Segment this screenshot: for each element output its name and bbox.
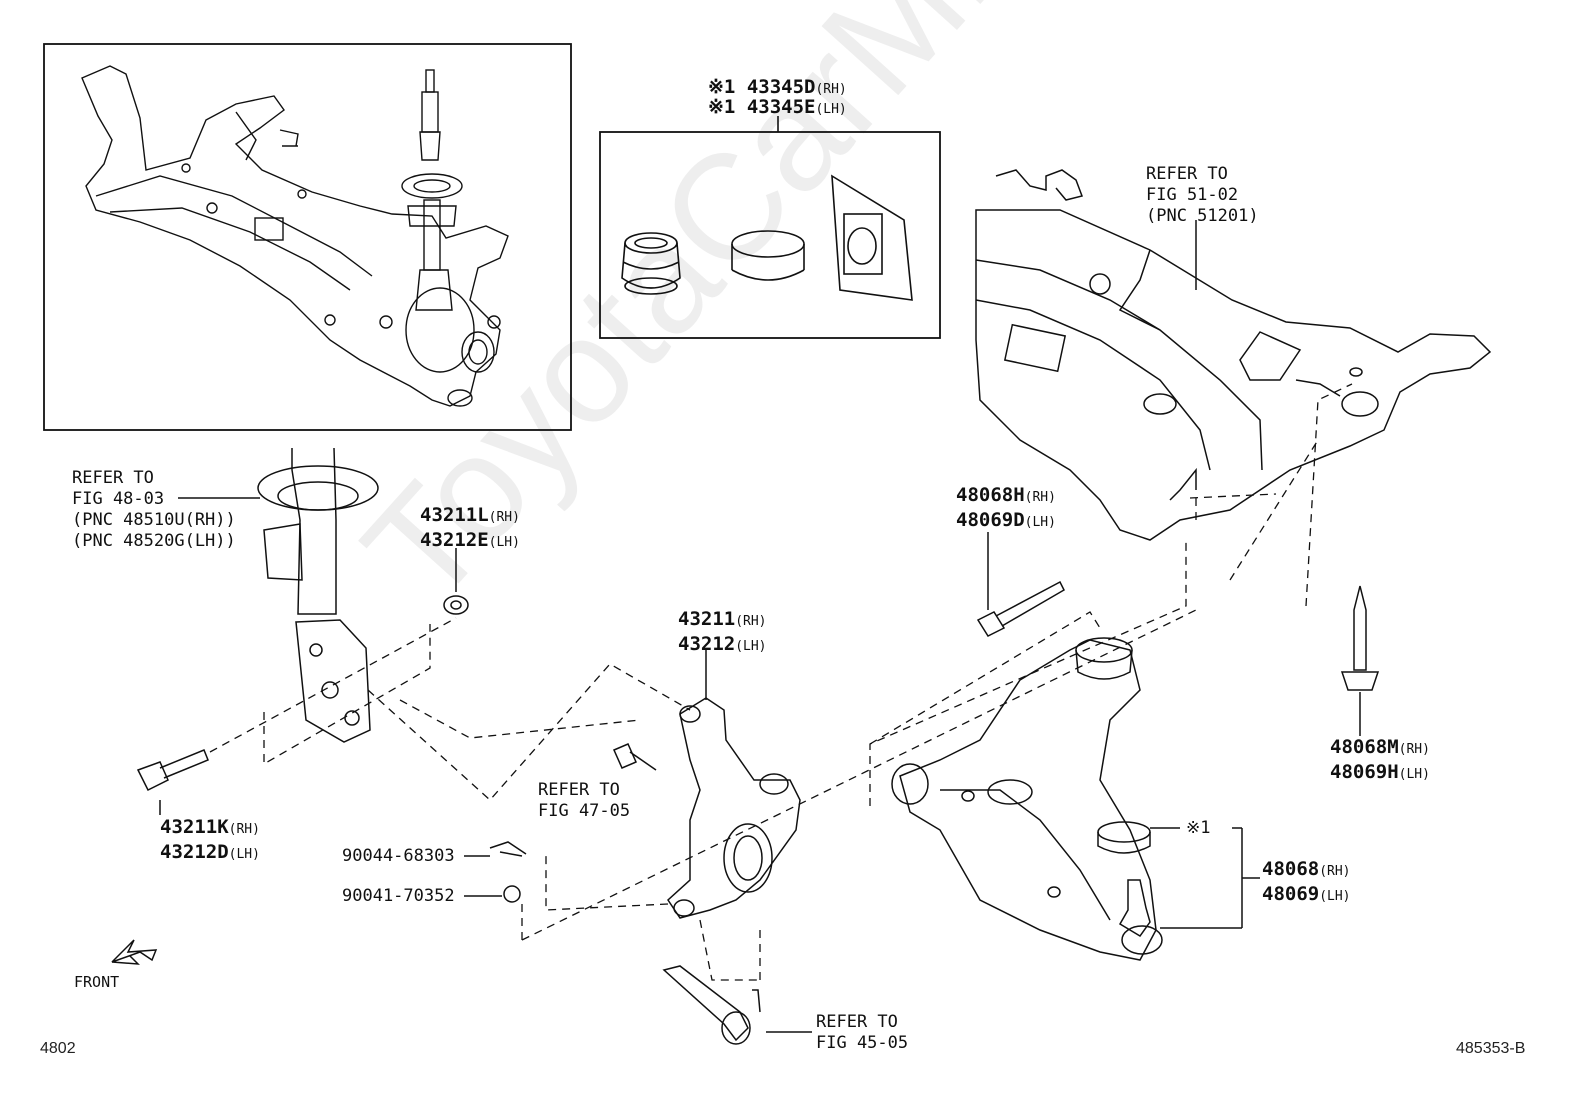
part-number: 48068M [1330,736,1399,758]
inset-assembly [81,65,509,407]
refer-line: FIG 45-05 [816,1033,909,1053]
kit-frame [599,131,941,339]
refer-line: FIG 47-05 [538,801,631,821]
kit-side-rh: (RH) [815,82,847,97]
side: (LH) [488,535,520,550]
inset-frame [43,43,572,431]
refer-crossmember: REFER TO FIG 51-02 (PNC 51201) [1146,164,1259,227]
refer-line: REFER TO [538,780,620,800]
part-number: 43212E [420,529,489,551]
refer-line: (PNC 48520G(LH)) [72,531,236,551]
label-pin: 90044-68303 [342,846,455,866]
label-43211: 43211(RH) 43212(LH) [678,608,767,658]
page-ref-right: 485353-B [1456,1040,1526,1057]
kit-grease-pack [831,174,913,301]
boot-mark: ※1 [1186,818,1211,838]
part-number: 43212D [160,841,229,863]
knuckle [667,648,801,919]
label-48068H: 48068H(RH) 48069D(LH) [956,484,1056,534]
kit-boot [621,232,681,295]
part-number: 48069 [1262,883,1320,905]
refer-tierod: REFER TO FIG 45-05 [816,1012,908,1054]
side: (RH) [1319,864,1351,879]
label-small-nut: 90041-70352 [342,886,455,906]
refer-steering: REFER TO FIG 47-05 [538,780,630,822]
refer-line: FIG 51-02 [1146,185,1239,205]
refer-line: FIG 48-03 [72,489,165,509]
front-label: FRONT [74,973,120,991]
kit-clamp [731,230,805,281]
refer-line: REFER TO [1146,164,1228,184]
refer-line: REFER TO [72,468,154,488]
refer-strut: REFER TO FIG 48-03 (PNC 48510U(RH)) (PNC… [72,468,236,552]
guide-lines [209,383,1353,981]
crossmember [975,169,1492,541]
label-43211L: 43211L(RH) 43212E(LH) [420,504,520,554]
strut [178,447,379,743]
part-number: 48069H [1330,761,1399,783]
kit-label-rh: ※1 43345D(RH) [708,76,847,101]
part-number: 48068 [1262,858,1320,880]
kit-side-lh: (LH) [815,102,847,117]
side: (RH) [1024,490,1056,505]
side: (RH) [1398,742,1430,757]
side: (LH) [228,847,260,862]
part-number: 43211L [420,504,489,526]
side: (RH) [228,822,260,837]
refer-line: REFER TO [816,1012,898,1032]
part-number: 43212 [678,633,736,655]
kit-mark: ※1 [708,76,736,98]
side: (LH) [1024,515,1056,530]
refer-line: (PNC 51201) [1146,206,1259,226]
side: (RH) [488,510,520,525]
label-43211K: 43211K(RH) 43212D(LH) [160,816,260,866]
label-48068M: 48068M(RH) 48069H(LH) [1330,736,1430,786]
fasteners [136,532,1380,1045]
part-number: 48068H [956,484,1025,506]
label-48068: 48068(RH) 48069(LH) [1262,858,1351,908]
kit-part-lh: 43345E [746,96,816,118]
kit-part-rh: 43345D [746,76,816,98]
lower-arm [891,637,1260,961]
front-arrow [111,939,158,965]
part-number: 43211 [678,608,736,630]
page-ref-left: 4802 [40,1040,76,1057]
kit-mark: ※1 [708,96,736,118]
side: (LH) [1319,889,1351,904]
kit-label-lh: ※1 43345E(LH) [708,96,847,121]
side: (RH) [735,614,767,629]
refer-line: (PNC 48510U(RH)) [72,510,236,530]
part-number: 48069D [956,509,1025,531]
part-number: 43211K [160,816,229,838]
side: (LH) [1398,767,1430,782]
side: (LH) [735,639,767,654]
